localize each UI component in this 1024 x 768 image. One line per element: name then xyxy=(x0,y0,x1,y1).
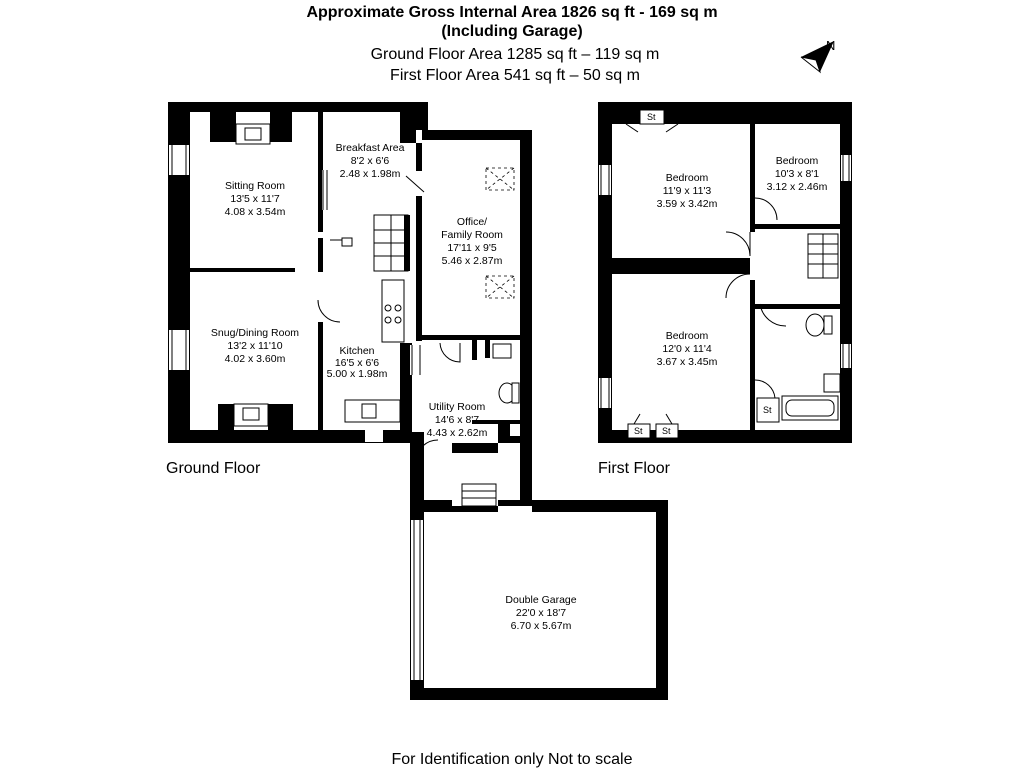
room-name-2: Family Room xyxy=(441,229,503,241)
room-metric: 2.48 x 1.98m xyxy=(340,168,401,180)
room-imperial: 22'0 x 18'7 xyxy=(516,607,566,619)
first-floor-label: First Floor xyxy=(598,460,671,477)
room-utility: Utility Room 14'6 x 8'7 4.43 x 2.62m xyxy=(427,401,488,439)
room-imperial: 12'0 x 11'4 xyxy=(662,343,712,355)
room-imperial: 10'3 x 8'1 xyxy=(775,168,819,180)
title-line-1: Approximate Gross Internal Area 1826 sq … xyxy=(306,4,717,21)
room-metric: 4.02 x 3.60m xyxy=(225,353,286,365)
room-name: Snug/Dining Room xyxy=(211,327,299,339)
ground-outer-walls xyxy=(168,102,532,443)
room-name: Bedroom xyxy=(776,155,819,167)
north-label: N xyxy=(826,38,835,53)
rooflight-2 xyxy=(485,275,515,299)
room-breakfast: Breakfast Area 8'2 x 6'6 2.48 x 1.98m xyxy=(336,142,405,180)
utility-wc xyxy=(492,343,520,404)
door-bath xyxy=(759,303,787,327)
ground-floor-area: Ground Floor Area 1285 sq ft – 119 sq m xyxy=(371,46,660,63)
kitchen-units xyxy=(330,237,405,423)
storage-label: St xyxy=(763,405,772,415)
title-line-2: (Including Garage) xyxy=(441,23,582,40)
storage-label: St xyxy=(662,426,671,436)
room-imperial: 13'5 x 11'7 xyxy=(230,193,280,205)
storage-cupboard xyxy=(627,423,651,439)
room-name: Sitting Room xyxy=(225,180,285,192)
room-name: Utility Room xyxy=(429,401,486,413)
room-name: Bedroom xyxy=(666,172,709,184)
north-arrow-icon: N xyxy=(800,38,835,74)
ground-windows xyxy=(169,145,422,442)
room-metric: 5.46 x 2.87m xyxy=(442,255,503,267)
first-floor-plan: St St St St xyxy=(598,102,852,443)
room-kitchen: Kitchen 16'5 x 6'6 5.00 x 1.98m xyxy=(327,345,388,380)
room-name: Kitchen xyxy=(339,345,374,357)
room-metric: 3.67 x 3.45m xyxy=(657,356,718,368)
ground-floor-label: Ground Floor xyxy=(166,460,261,477)
door-office xyxy=(405,175,425,193)
room-metric: 3.59 x 3.42m xyxy=(657,198,718,210)
door-garage-access xyxy=(415,439,439,461)
door-bed2 xyxy=(754,197,778,221)
ground-stairs xyxy=(373,214,410,272)
room-bed3: Bedroom 12'0 x 11'4 3.67 x 3.45m xyxy=(657,330,718,368)
room-imperial: 17'11 x 9'5 xyxy=(447,242,497,254)
storage-cupboard xyxy=(756,397,780,423)
room-bed2: Bedroom 10'3 x 8'1 3.12 x 2.46m xyxy=(767,155,828,193)
room-name: Office/ xyxy=(457,216,487,228)
room-imperial: 8'2 x 6'6 xyxy=(351,155,390,167)
room-imperial: 13'2 x 11'10 xyxy=(227,340,282,352)
storage-cupboard xyxy=(639,109,665,125)
bathroom-fixtures xyxy=(781,313,841,421)
room-imperial: 14'6 x 8'7 xyxy=(435,414,479,426)
room-metric: 5.00 x 1.98m xyxy=(327,368,388,380)
door-utility xyxy=(439,342,461,363)
first-floor-area: First Floor Area 541 sq ft – 50 sq m xyxy=(390,67,640,84)
footer-note: For Identification only Not to scale xyxy=(391,751,632,768)
room-metric: 4.43 x 2.62m xyxy=(427,427,488,439)
room-metric: 6.70 x 5.67m xyxy=(511,620,572,632)
door-bed3 xyxy=(725,273,751,299)
garage-steps xyxy=(461,483,497,507)
room-imperial: 16'5 x 6'6 xyxy=(335,357,379,369)
room-imperial: 11'9 x 11'3 xyxy=(663,185,712,197)
first-stairs xyxy=(807,233,839,279)
door-bed1 xyxy=(725,231,751,257)
room-name: Double Garage xyxy=(505,594,576,606)
ground-floor-plan xyxy=(168,102,668,700)
rooflight-1 xyxy=(485,167,515,191)
room-snug: Snug/Dining Room 13'2 x 11'10 4.02 x 3.6… xyxy=(211,327,299,365)
room-name: Breakfast Area xyxy=(336,142,405,154)
room-metric: 3.12 x 2.46m xyxy=(767,181,828,193)
room-sitting: Sitting Room 13'5 x 11'7 4.08 x 3.54m xyxy=(225,180,286,218)
room-name: Bedroom xyxy=(666,330,709,342)
room-office: Office/ Family Room 17'11 x 9'5 5.46 x 2… xyxy=(441,216,503,267)
storage-cupboard xyxy=(655,423,679,439)
storage-label: St xyxy=(647,112,656,122)
room-garage: Double Garage 22'0 x 18'7 6.70 x 5.67m xyxy=(505,594,576,632)
room-bed1: Bedroom 11'9 x 11'3 3.59 x 3.42m xyxy=(657,172,718,210)
room-metric: 4.08 x 3.54m xyxy=(225,206,286,218)
header: Approximate Gross Internal Area 1826 sq … xyxy=(306,4,717,84)
door-sitting-ext xyxy=(173,235,181,267)
storage-label: St xyxy=(634,426,643,436)
